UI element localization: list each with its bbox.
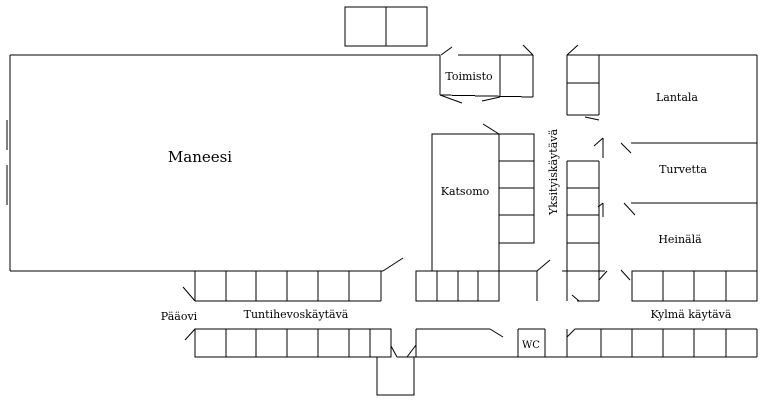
toimisto-office: [439, 44, 534, 104]
label-maneesi: Maneesi: [168, 148, 232, 166]
kylma-upper-stalls: [631, 270, 758, 302]
label-katsomo: Katsomo: [441, 185, 490, 198]
maneesi-hall: [6, 54, 441, 272]
katsomo-lower-stalls: [415, 259, 551, 302]
label-turvetta: Turvetta: [659, 163, 707, 176]
label-tuntihevoskaytava: Tuntihevoskäytävä: [244, 308, 349, 321]
label-wc: WC: [522, 340, 540, 351]
right-storage-block: [566, 44, 758, 281]
lower-stalls-row: [184, 328, 398, 358]
kylma-lower-stalls: [566, 328, 758, 358]
label-toimisto: Toimisto: [445, 70, 493, 83]
label-paaovi: Pääovi: [161, 310, 198, 323]
top-detached-stalls: [344, 6, 428, 47]
label-heinala: Heinälä: [658, 233, 702, 246]
bottom-annex: [376, 356, 415, 396]
label-yksityiskaytava: Yksityiskäytävä: [547, 129, 560, 217]
katsomo-side-stalls: [498, 133, 535, 244]
yksityiskaytava-stalls: [562, 160, 608, 302]
label-kylma-kaytava: Kylmä käytävä: [651, 308, 732, 321]
label-lantala: Lantala: [656, 91, 698, 104]
upper-stalls-row: [182, 271, 382, 302]
wc-area: [406, 328, 568, 358]
